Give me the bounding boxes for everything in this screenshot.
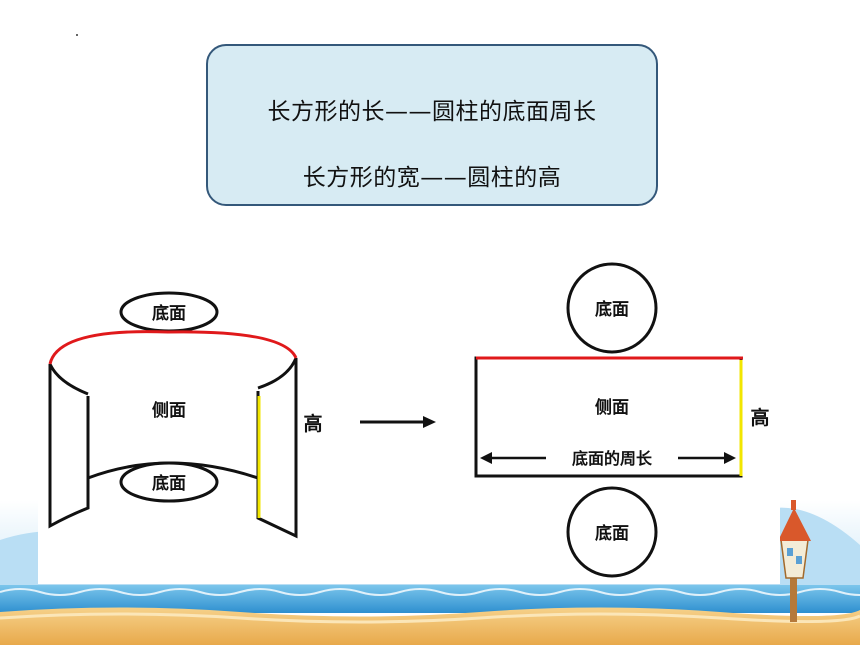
lighthouse-icon (778, 500, 811, 622)
net-bottom-circle (566, 486, 658, 578)
left-side-panel (48, 364, 90, 529)
front-lower-curve-right (257, 357, 298, 390)
net-top-circle-label: 底面 (595, 299, 629, 320)
stray-dot (76, 34, 78, 36)
cylinder-top-base-label: 底面 (152, 303, 186, 324)
diagram-svg: 底面 侧面 底面 高 底面 侧面 底面的周长 底面 高 (48, 262, 770, 578)
definition-callout: 长方形的长——圆柱的底面周长 长方形的宽——圆柱的高 (206, 44, 658, 206)
net-bottom-circle-label: 底面 (595, 523, 629, 544)
cylinder-bottom-base-label: 底面 (152, 473, 186, 494)
cylinder-unfold-diagram: 底面 侧面 底面 高 底面 侧面 底面的周长 底面 高 (38, 246, 780, 584)
unfold-arrow (360, 416, 436, 428)
bottom-base-ellipse (119, 461, 219, 503)
net-top-circle (566, 262, 658, 354)
front-lower-curve (48, 363, 89, 396)
callout-line-width: 长方形的宽——圆柱的高 (302, 165, 562, 191)
cylinder-height-label: 高 (303, 412, 322, 435)
net-circumference-label: 底面的周长 (572, 449, 653, 468)
cylinder-circumference-edge (48, 330, 298, 365)
net-height-label: 高 (750, 406, 769, 429)
callout-line-length: 长方形的长——圆柱的底面周长 (267, 99, 597, 125)
circumference-dimension (480, 452, 736, 464)
net-side-label: 侧面 (595, 397, 629, 418)
cylinder-side-label: 侧面 (152, 400, 186, 421)
